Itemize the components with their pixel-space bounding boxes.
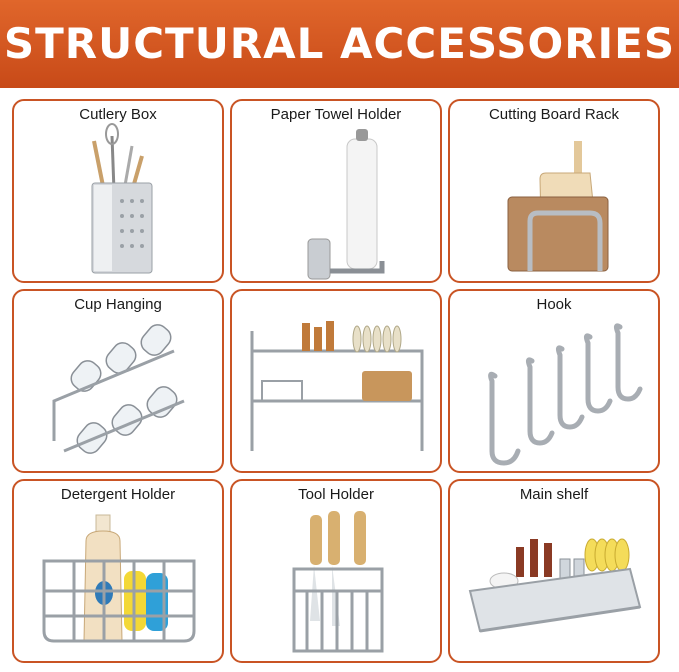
page-title: STRUCTURAL ACCESSORIES xyxy=(3,19,676,68)
card-main-shelf: Main shelf xyxy=(448,479,660,663)
card-label: Cutlery Box xyxy=(79,106,157,123)
hook-icon xyxy=(488,323,643,466)
card-cutlery-box: Cutlery Box xyxy=(12,99,224,283)
card-label: Paper Towel Holder xyxy=(270,106,402,123)
detergent-holder-icon xyxy=(42,514,196,643)
card-paper-towel-holder: Paper Towel Holder xyxy=(230,99,442,283)
cup-hanging-icon xyxy=(52,324,185,454)
card-label: Detergent Holder xyxy=(60,486,176,503)
card-cup-hanging: Cup Hanging xyxy=(12,289,224,473)
card-label: Main shelf xyxy=(519,486,589,503)
tool-holder-icon xyxy=(292,511,384,653)
card-label: Tool Holder xyxy=(298,486,374,503)
cutting-board-rack-icon xyxy=(507,141,609,272)
card-over-sink-rack xyxy=(230,289,442,473)
card-hook: Hook xyxy=(448,289,660,473)
card-detergent-holder: Detergent Holder xyxy=(12,479,224,663)
card-label: Hook xyxy=(536,296,572,313)
cutlery-box-icon xyxy=(91,123,153,274)
header-banner: STRUCTURAL ACCESSORIES xyxy=(0,0,679,88)
card-tool-holder: Tool Holder xyxy=(230,479,442,663)
card-label: Cutting Board Rack xyxy=(488,106,620,123)
main-shelf-icon xyxy=(468,538,642,633)
card-label: Cup Hanging xyxy=(74,296,162,313)
over-sink-rack-icon xyxy=(250,321,424,451)
card-cutting-board-rack: Cutting Board Rack xyxy=(448,99,660,283)
paper-towel-holder-icon xyxy=(307,129,385,280)
